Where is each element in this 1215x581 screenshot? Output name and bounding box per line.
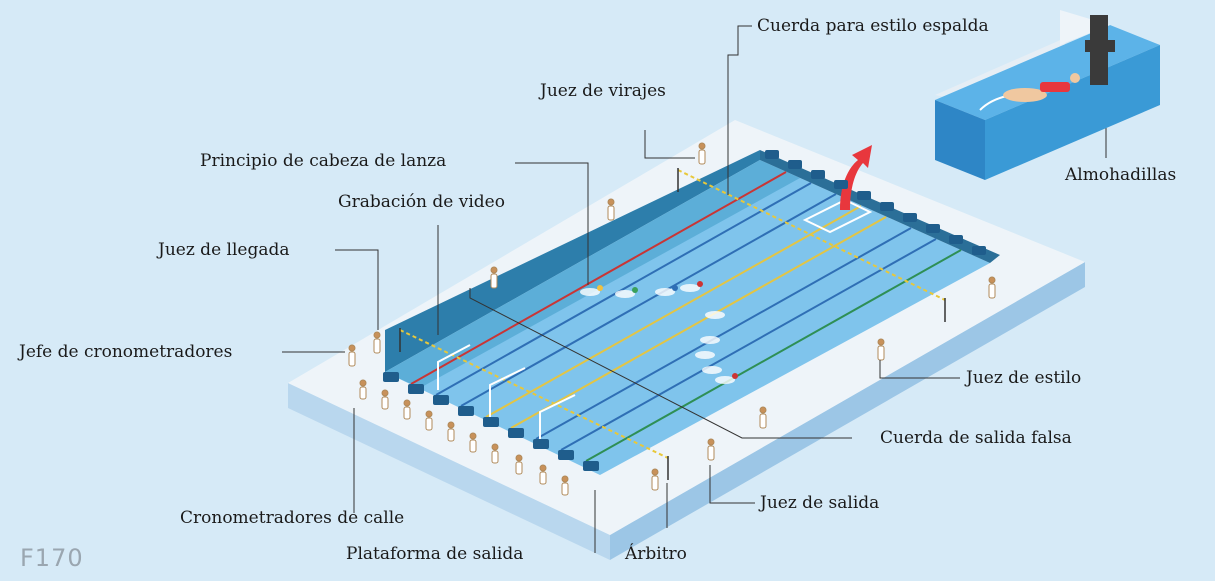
lane-timekeeper-figures (359, 379, 569, 496)
pool-wall-near (385, 150, 760, 372)
official-figure (373, 331, 381, 354)
official-figure (651, 468, 659, 491)
label-turn-judge: Juez de virajes (540, 81, 666, 101)
figure-code: F170 (20, 544, 84, 572)
label-referee: Árbitro (625, 544, 687, 564)
official-figure (348, 344, 356, 367)
official-figure (490, 266, 498, 289)
official-figure (707, 438, 715, 461)
false-start-rope (399, 329, 669, 459)
label-false-start-rope: Cuerda de salida falsa (880, 428, 1072, 448)
pool-shade (385, 160, 800, 388)
starting-blocks-far (765, 150, 986, 255)
lane-ropes (410, 171, 962, 462)
pool-water (385, 160, 990, 475)
turn-zone-outline (802, 198, 873, 234)
deck-side-right (610, 262, 1085, 560)
swimmers (580, 281, 738, 384)
label-chief-timekeeper: Jefe de cronometradores (19, 342, 233, 362)
inset-touchpad (935, 10, 1160, 180)
video-camera-lines-3 (539, 394, 576, 445)
label-finish-judge: Juez de llegada (158, 240, 290, 260)
video-camera-lines-2 (489, 367, 526, 420)
label-spearhead-start: Principio de cabeza de lanza (200, 151, 447, 171)
label-video-recording: Grabación de video (338, 192, 505, 212)
official-figure (698, 142, 706, 165)
label-backstroke-rope: Cuerda para estilo espalda (757, 16, 989, 36)
starting-blocks-near (383, 372, 599, 471)
label-touch-pads: Almohadillas (1065, 165, 1177, 185)
video-camera-lines (437, 344, 471, 390)
official-figure (607, 198, 615, 221)
label-starting-platform: Plataforma de salida (346, 544, 524, 564)
turn-arrow-icon (840, 145, 872, 210)
label-stroke-judge: Juez de estilo (966, 368, 1082, 388)
official-figure (988, 276, 996, 299)
deck-side-left (288, 383, 610, 560)
officials (348, 142, 996, 496)
label-starter: Juez de salida (760, 493, 880, 513)
official-figure (759, 406, 767, 429)
official-figure (877, 338, 885, 361)
backstroke-flag-rope (677, 169, 946, 301)
label-lane-timekeepers: Cronometradores de calle (180, 508, 405, 528)
